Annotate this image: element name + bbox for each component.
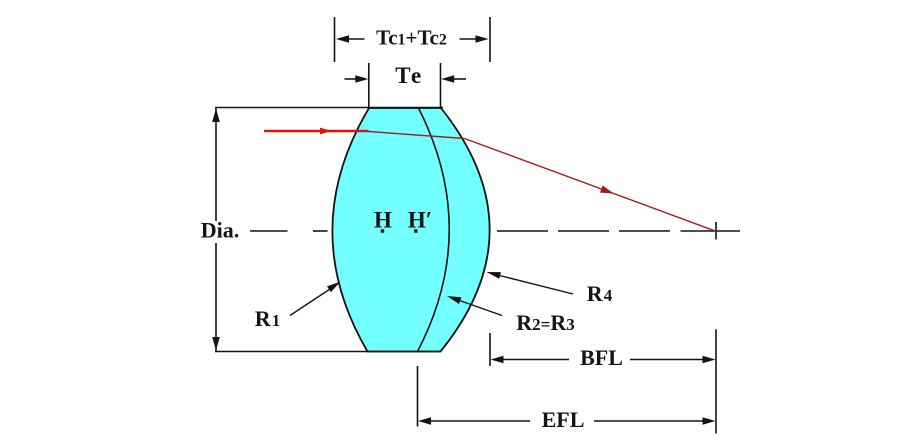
svg-text:Te: Te bbox=[395, 63, 423, 88]
svg-text:Tc1+Tc2: Tc1+Tc2 bbox=[376, 26, 447, 50]
svg-text:EFL: EFL bbox=[542, 407, 585, 432]
svg-text:H′: H′ bbox=[408, 208, 432, 233]
svg-text:Dia.: Dia. bbox=[201, 218, 240, 243]
svg-text:BFL: BFL bbox=[580, 345, 623, 370]
svg-text:R2=R3: R2=R3 bbox=[516, 310, 574, 335]
svg-text:R4: R4 bbox=[587, 281, 613, 306]
svg-text:R1: R1 bbox=[255, 306, 281, 331]
svg-text:H: H bbox=[374, 208, 392, 233]
